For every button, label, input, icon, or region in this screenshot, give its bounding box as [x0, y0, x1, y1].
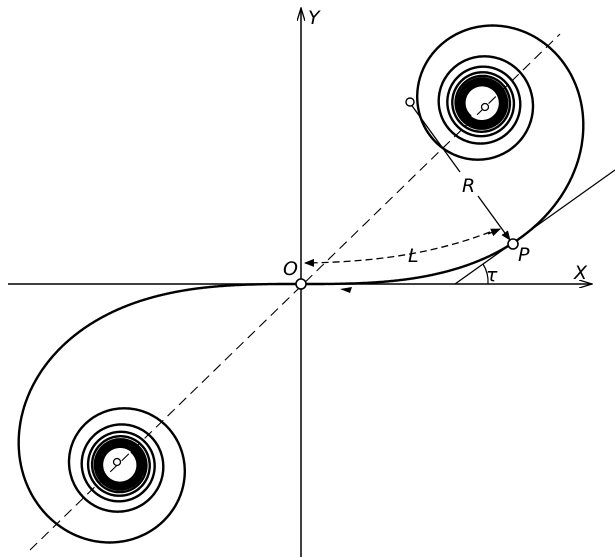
radius-label: R	[462, 175, 475, 197]
lower-spiral-center	[112, 457, 122, 467]
symmetry-dashed-line	[29, 33, 561, 551]
radius-arrow	[477, 195, 511, 241]
curvature-center-marker	[405, 97, 415, 107]
origin-point	[295, 278, 307, 290]
tangent-line	[454, 169, 615, 285]
point-p-label: P	[518, 244, 530, 266]
arc-length-arrow-head-p	[487, 228, 501, 237]
y-axis-label: Y	[308, 7, 321, 29]
tangent-angle-label: τ	[486, 264, 498, 286]
tau-angle-arc	[482, 263, 489, 285]
origin-label: O	[283, 258, 298, 280]
arc-length-label: L	[408, 245, 419, 267]
point-p	[507, 238, 519, 250]
arc-length-arrow	[304, 231, 491, 267]
radius-line	[409, 102, 461, 173]
direction-mark	[340, 287, 352, 293]
upper-spiral-center	[480, 102, 490, 112]
x-axis-label: X	[573, 262, 588, 284]
